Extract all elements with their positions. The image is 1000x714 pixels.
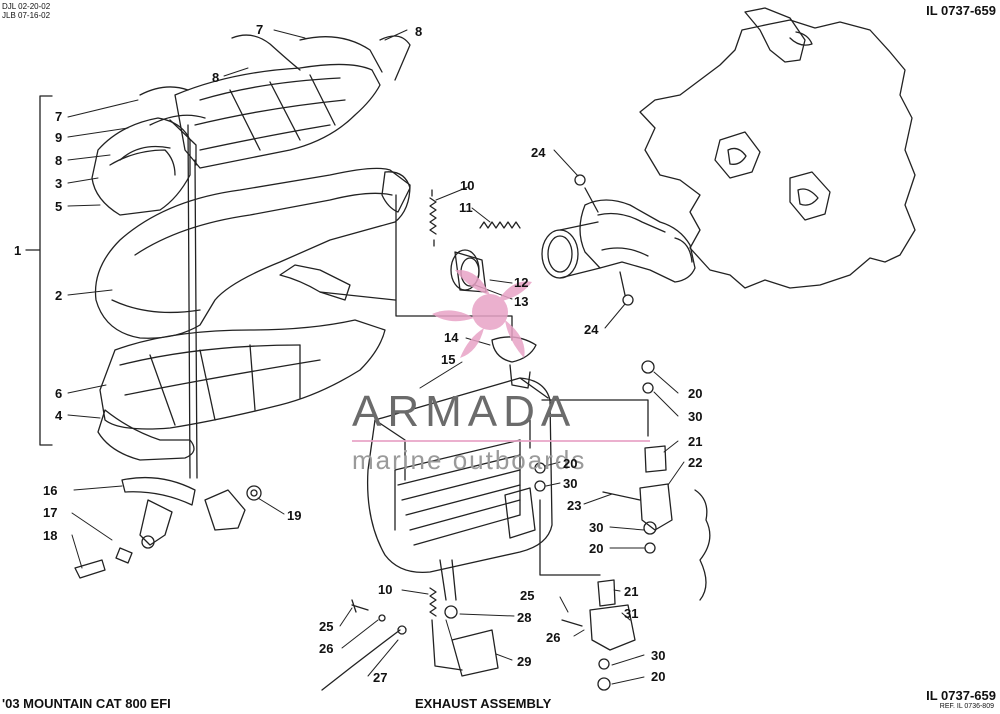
callout-c19: 19: [287, 508, 302, 523]
bracket-16: [121, 476, 196, 506]
callout-c20c: 20: [589, 541, 604, 556]
callout-c8b: 8: [212, 70, 220, 85]
callout-c25a: 25: [520, 588, 535, 603]
engine-top-bracket: [744, 7, 806, 63]
illustration-code-top: IL 0737-659: [926, 3, 996, 18]
callout-c20d: 20: [651, 669, 666, 684]
callout-c2: 2: [55, 288, 63, 303]
callout-c15: 15: [441, 352, 456, 367]
callout-c26a: 26: [319, 641, 334, 656]
callout-c14: 14: [444, 330, 459, 345]
model-name: '03 MOUNTAIN CAT 800 EFI: [2, 696, 171, 711]
callout-c20a: 20: [688, 386, 703, 401]
group-bracket-1: [25, 95, 53, 446]
callout-c26b: 26: [546, 630, 561, 645]
callout-c9: 9: [55, 130, 63, 145]
callout-c21a: 21: [688, 434, 703, 449]
callout-c24b: 24: [584, 322, 599, 337]
bracket-17: [139, 499, 173, 546]
watermark-tagline: marine outboards: [352, 445, 587, 475]
callout-c25b: 25: [319, 619, 334, 634]
spring-11: [479, 221, 521, 229]
leader-lines: [67, 29, 685, 685]
y-pipe-manifold: [579, 199, 696, 283]
upper-heat-shield: [174, 63, 381, 169]
callout-c30d: 30: [651, 648, 666, 663]
callout-c5: 5: [55, 199, 63, 214]
callout-c10b: 10: [378, 582, 393, 597]
callout-c13: 13: [514, 294, 529, 309]
lower-heat-shield: [99, 319, 386, 430]
callout-c16: 16: [43, 483, 58, 498]
callout-c6: 6: [55, 386, 63, 401]
callout-c10a: 10: [460, 178, 475, 193]
revision-line-2: JLB 07-16-02: [2, 11, 51, 20]
callout-c4: 4: [55, 408, 63, 423]
callout-c30b: 30: [563, 476, 578, 491]
collar-left: [91, 117, 191, 216]
exhaust-port-lower: [789, 171, 831, 221]
chain-top: [231, 34, 411, 81]
revision-line-1: DJL 02-20-02: [2, 2, 51, 11]
expansion-chamber: [94, 167, 411, 339]
callout-c1: 1: [14, 243, 22, 258]
callout-c8a: 8: [415, 24, 423, 39]
callout-c30c: 30: [589, 520, 604, 535]
callout-c28: 28: [517, 610, 532, 625]
diagram-title: EXHAUST ASSEMBLY: [415, 696, 552, 711]
watermark-brand: ARMADA: [352, 387, 577, 436]
callout-c7b: 7: [55, 109, 63, 124]
callout-c12: 12: [514, 275, 529, 290]
callout-c23: 23: [567, 498, 582, 513]
callout-c29: 29: [517, 654, 532, 669]
callout-c24a: 24: [531, 145, 546, 160]
callout-c17: 17: [43, 505, 58, 520]
watermark-logo: [352, 269, 650, 442]
illustration-code-bottom: IL 0737-659: [926, 688, 996, 703]
callout-c21b: 21: [624, 584, 639, 599]
muffler: [366, 377, 553, 574]
engine-outline: [639, 19, 916, 289]
callout-c7a: 7: [256, 22, 264, 37]
exhaust-port-upper: [714, 131, 761, 179]
reference-code: REF. IL 0736-809: [939, 703, 994, 710]
callout-c18: 18: [43, 528, 58, 543]
callout-c20b: 20: [563, 456, 578, 471]
chain-mid: [119, 86, 206, 161]
callout-c27: 27: [373, 670, 388, 685]
spring-10-upper: [429, 197, 437, 235]
callout-c8c: 8: [55, 153, 63, 168]
callout-c22: 22: [688, 455, 703, 470]
callout-c30a: 30: [688, 409, 703, 424]
callout-c31: 31: [624, 606, 639, 621]
callout-c3: 3: [55, 176, 63, 191]
callout-c11: 11: [459, 200, 473, 215]
